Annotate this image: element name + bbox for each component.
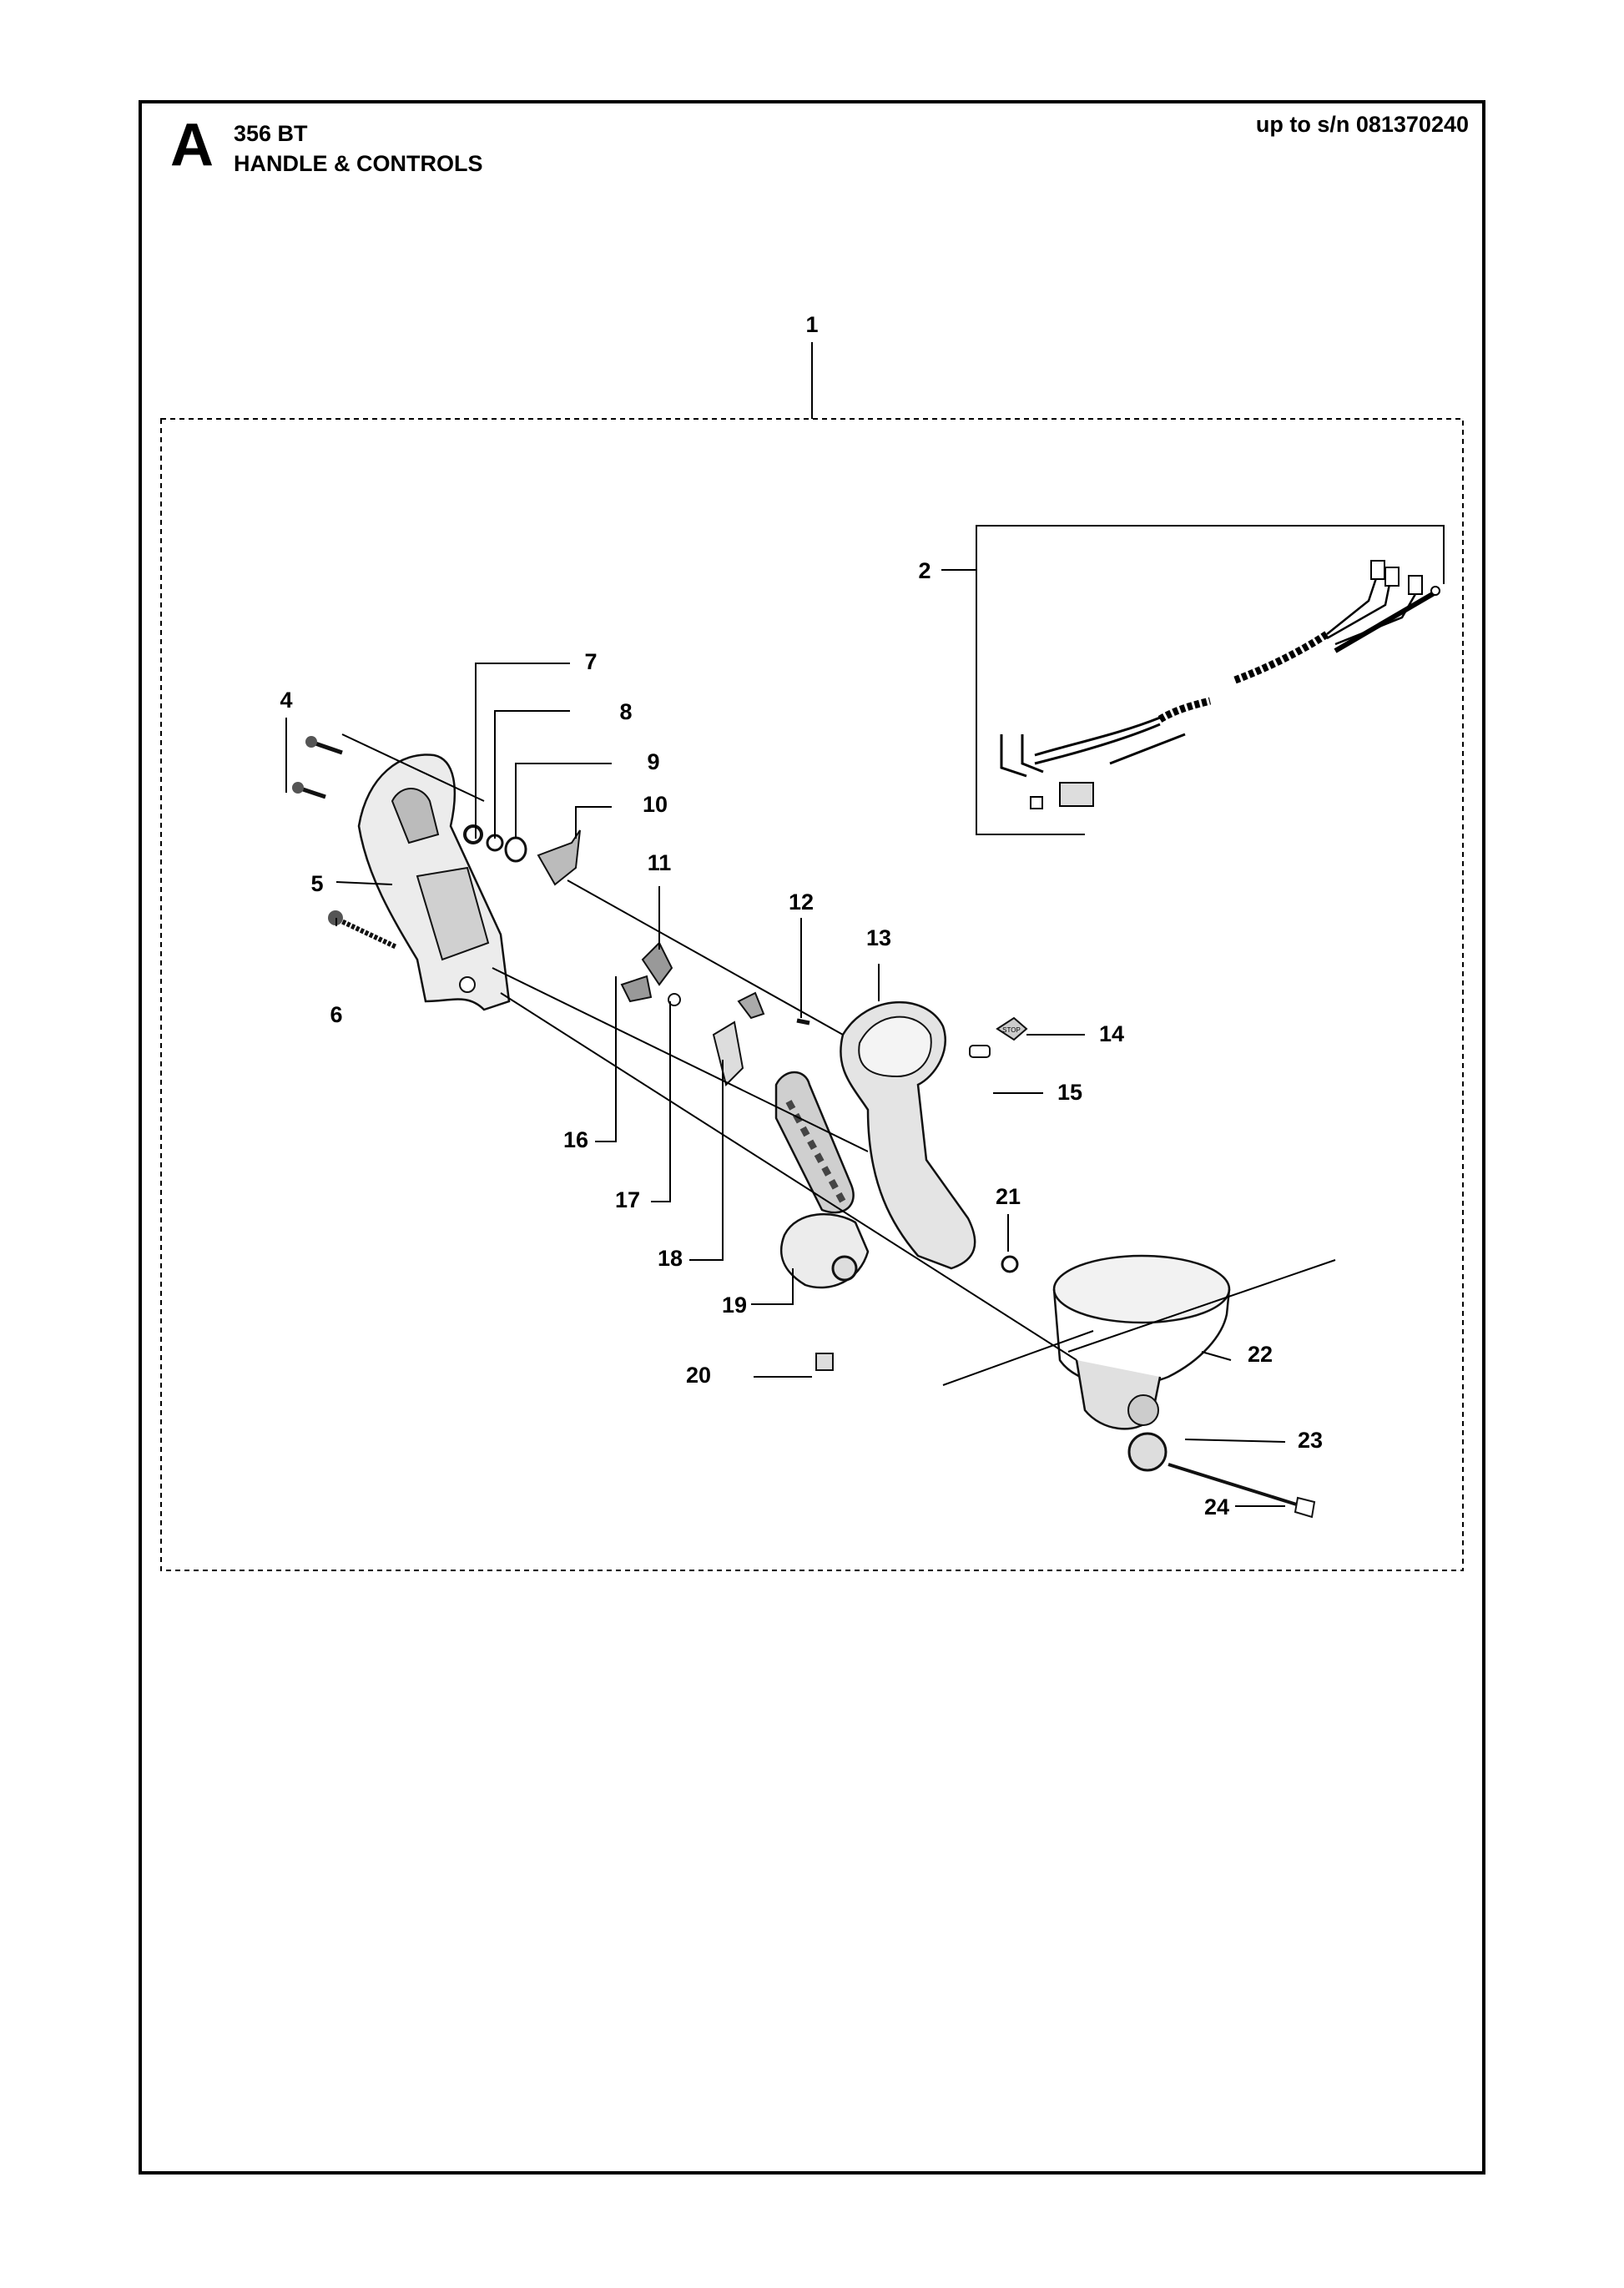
wiring-harness xyxy=(1000,560,1440,809)
callout-21: 21 xyxy=(996,1184,1021,1209)
tube-clamp xyxy=(1052,1254,1231,1430)
callout-4: 4 xyxy=(280,688,292,713)
page-frame xyxy=(139,100,1485,2175)
callout-17: 17 xyxy=(615,1187,640,1212)
model-name: 356 BT xyxy=(234,121,308,146)
callout-10: 10 xyxy=(643,792,668,817)
section-letter: A xyxy=(170,112,214,179)
callout-16: 16 xyxy=(563,1127,588,1152)
assembly-group-box xyxy=(160,418,1464,1571)
handle-half xyxy=(357,753,511,1011)
callout-18: 18 xyxy=(658,1246,683,1271)
callout-14: 14 xyxy=(1099,1021,1124,1046)
callout-2: 2 xyxy=(918,558,931,583)
callout-23: 23 xyxy=(1298,1428,1323,1453)
callout-19: 19 xyxy=(722,1293,747,1318)
assembly-axis-lines xyxy=(341,733,1336,1386)
callout-20: 20 xyxy=(686,1363,711,1388)
callout-11: 11 xyxy=(648,850,672,875)
page-title: HANDLE & CONTROLS xyxy=(234,151,483,176)
callout-22: 22 xyxy=(1248,1342,1273,1367)
callout-8: 8 xyxy=(619,699,632,724)
callout-15: 15 xyxy=(1057,1080,1082,1105)
kit-bracket-2 xyxy=(976,525,1445,835)
small-parts: STOP xyxy=(292,736,1316,1519)
callout-24: 24 xyxy=(1204,1494,1229,1519)
callout-numbers: 1 2 4 5 6 7 8 9 10 11 12 13 14 15 16 17 … xyxy=(280,312,1323,1519)
lower-grip-body xyxy=(774,1071,870,1289)
callout-6: 6 xyxy=(330,1002,342,1027)
callout-12: 12 xyxy=(789,889,814,915)
callout-1: 1 xyxy=(805,312,818,337)
callout-leaders xyxy=(285,663,1286,1507)
stop-label: STOP xyxy=(1002,1026,1021,1034)
serial-range: up to s/n 081370240 xyxy=(1255,112,1469,137)
main-grip xyxy=(840,1001,976,1270)
callout-13: 13 xyxy=(866,925,891,950)
callout-7: 7 xyxy=(584,649,597,674)
callout-5: 5 xyxy=(310,871,323,896)
callout-9: 9 xyxy=(647,749,659,774)
